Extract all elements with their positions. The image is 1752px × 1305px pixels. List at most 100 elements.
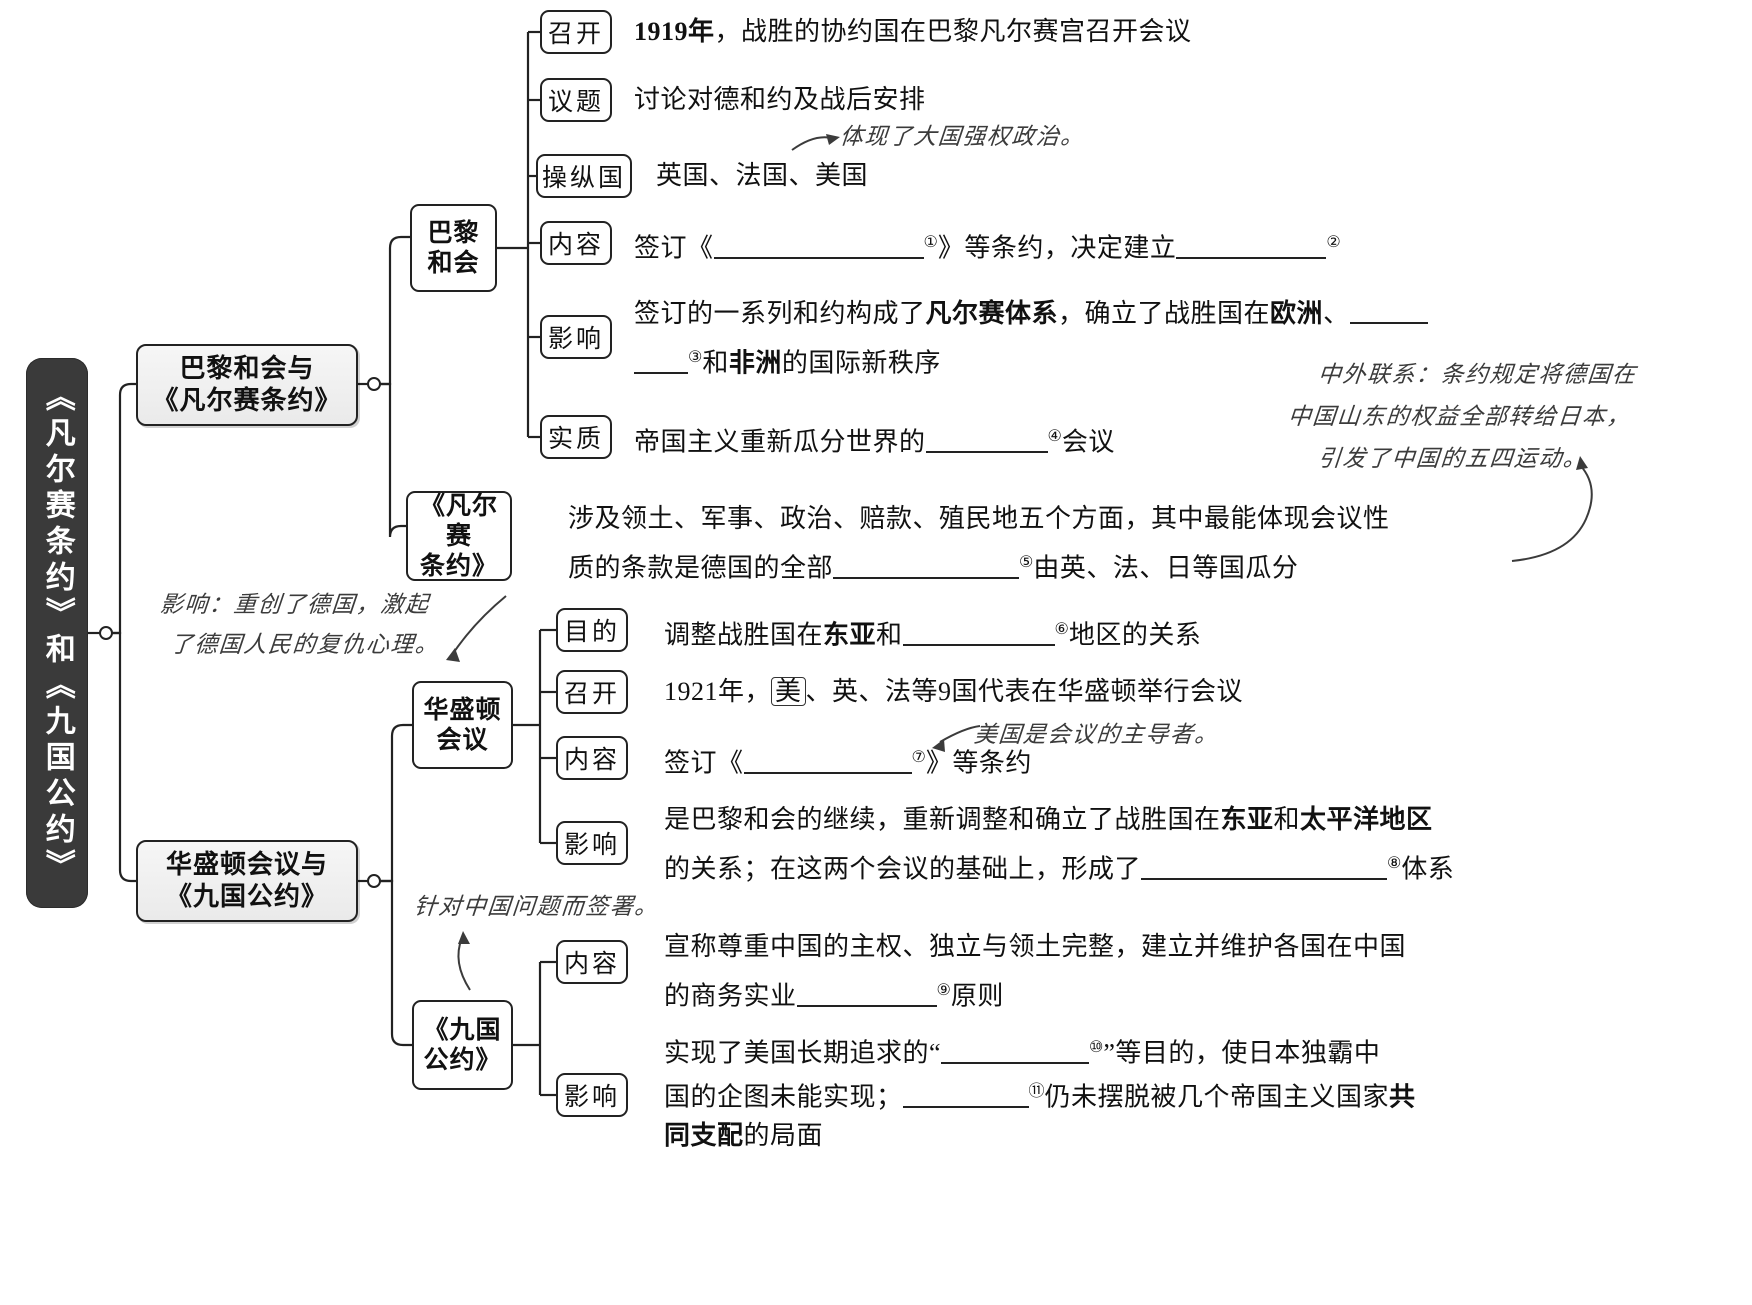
node-label: 巴黎 和会 — [427, 219, 480, 277]
node-paris-conference[interactable]: 巴黎 和会 — [410, 204, 497, 292]
paris-influence-e: 、 — [1323, 299, 1350, 328]
footnote-11: ⑪ — [1028, 1083, 1045, 1100]
versailles-line1: 涉及领土、军事、政治、赔款、殖民地五个方面，其中最能体现会议性 — [568, 504, 1390, 533]
text-washington-influence-line2: 的关系；在这两个会议的基础上，形成了 ⑧体系 — [664, 842, 1454, 892]
chip-label: 影响 — [548, 325, 605, 353]
chip-label: 议题 — [548, 88, 605, 116]
blank-3-part2[interactable] — [634, 346, 688, 374]
wash-influence-pacific: 太平洋地区 — [1300, 805, 1433, 834]
chip-paris-topic[interactable]: 议题 — [540, 78, 612, 122]
node-versailles-treaty[interactable]: 《凡尔赛 条约》 — [406, 491, 512, 581]
chip-paris-convene[interactable]: 召开 — [540, 10, 612, 54]
branch-washington-ninepower[interactable]: 华盛顿会议与 《九国公约》 — [136, 840, 358, 922]
blank-6[interactable] — [902, 618, 1055, 646]
chip-ninepower-content[interactable]: 内容 — [556, 940, 628, 984]
blank-8[interactable] — [1141, 852, 1388, 880]
blank-5[interactable] — [833, 551, 1020, 579]
chip-label: 目的 — [564, 618, 621, 646]
chip-ninepower-influence[interactable]: 影响 — [556, 1073, 628, 1117]
chip-paris-controllers[interactable]: 操纵国 — [536, 154, 632, 198]
wash-purpose-a: 调整战胜国在 — [664, 620, 824, 650]
chip-label: 内容 — [564, 746, 621, 774]
wash-convene-us-boxed: 美 — [771, 677, 806, 707]
nine-influence-l3b: 的局面 — [743, 1121, 824, 1150]
wash-content-b: 》等条约 — [925, 748, 1032, 778]
footnote-7: ⑦ — [911, 749, 926, 766]
text-ninepower-influence-line3: 同支配的局面 — [664, 1114, 823, 1158]
paris-controllers-value: 英国、法国、美国 — [656, 161, 869, 190]
blank-9[interactable] — [796, 979, 937, 1007]
blank-4[interactable] — [925, 425, 1048, 453]
nine-influence-l1a: 实现了美国长期追求的“ — [664, 1038, 942, 1068]
chip-paris-content[interactable]: 内容 — [540, 221, 612, 265]
paris-influence-africa: 非洲 — [728, 348, 782, 378]
branch-label: 巴黎和会与 《凡尔赛条约》 — [152, 353, 342, 415]
text-ninepower-influence-line1: 实现了美国长期追求的“⑩”等目的，使日本独霸中 — [664, 1026, 1380, 1076]
annotation-germany-revenge-line1: 影响：重创了德国，激起 — [159, 588, 431, 622]
wash-convene-b: 、英、法等9国代表在华盛顿举行会议 — [805, 677, 1244, 706]
footnote-8: ⑧ — [1387, 855, 1402, 872]
text-ninepower-influence-line2: 国的企图未能实现；⑪仍未摆脱被几个帝国主义国家共 — [664, 1070, 1416, 1120]
root-label: 《凡尔赛条约》和《九国公约》 — [40, 381, 74, 885]
paris-topic-value: 讨论对德和约及战后安排 — [634, 85, 926, 114]
blank-1[interactable] — [713, 231, 924, 259]
annotation-us-leader: 美国是会议的主导者。 — [973, 718, 1221, 752]
wash-purpose-c: 和 — [876, 620, 903, 650]
chip-label: 召开 — [564, 680, 621, 708]
annotation-sino-foreign-line1: 中外联系：条约规定将德国在 — [1317, 358, 1638, 392]
footnote-4: ④ — [1047, 428, 1062, 445]
annotation-for-china-issue: 针对中国问题而签署。 — [413, 890, 661, 924]
chip-washington-content[interactable]: 内容 — [556, 736, 628, 780]
paris-influence-europe: 欧洲 — [1270, 299, 1324, 328]
branch-paris-versailles[interactable]: 巴黎和会与 《凡尔赛条约》 — [136, 344, 358, 426]
blank-3-part1[interactable] — [1349, 296, 1428, 324]
chip-washington-purpose[interactable]: 目的 — [556, 608, 628, 652]
footnote-1: ① — [923, 234, 938, 251]
versailles-line2a: 质的条款是德国的全部 — [568, 553, 834, 583]
chip-washington-influence[interactable]: 影响 — [556, 821, 628, 865]
text-paris-controllers: 英国、法国、美国 — [656, 154, 868, 198]
chip-label: 操纵国 — [542, 164, 627, 192]
wash-influence-l2b: 体系 — [1401, 854, 1455, 884]
paris-influence-order: 的国际新秩序 — [781, 348, 941, 378]
chip-washington-convene[interactable]: 召开 — [556, 670, 628, 714]
blank-7[interactable] — [743, 746, 912, 774]
chip-label: 内容 — [548, 231, 605, 259]
chip-label: 内容 — [564, 950, 621, 978]
blank-11[interactable] — [902, 1080, 1029, 1108]
chip-paris-essence[interactable]: 实质 — [540, 415, 612, 459]
chip-paris-influence[interactable]: 影响 — [540, 315, 612, 359]
nine-influence-l2c: 共 — [1389, 1082, 1416, 1112]
wash-influence-l2a: 的关系；在这两个会议的基础上，形成了 — [664, 854, 1142, 884]
footnote-6: ⑥ — [1054, 621, 1069, 638]
nine-influence-l3a: 同支配 — [664, 1121, 744, 1150]
paris-influence-and: 和 — [702, 348, 729, 378]
annotation-germany-revenge-line2: 了德国人民的复仇心理。 — [169, 628, 441, 662]
text-washington-influence-line1: 是巴黎和会的继续，重新调整和确立了战胜国在东亚和太平洋地区 — [664, 798, 1433, 842]
text-ninepower-content-line1: 宣称尊重中国的主权、独立与领土完整，建立并维护各国在中国 — [664, 925, 1406, 969]
annotation-sino-foreign-line2: 中国山东的权益全部转给日本， — [1287, 400, 1633, 434]
chip-label: 影响 — [564, 831, 621, 859]
footnote-9: ⑨ — [936, 982, 951, 999]
node-washington-conference[interactable]: 华盛顿 会议 — [412, 681, 513, 769]
blank-2[interactable] — [1176, 231, 1327, 259]
text-paris-influence-line2: ③和非洲的国际新秩序 — [634, 336, 941, 386]
wash-convene-a: 1921年， — [664, 677, 772, 706]
footnote-2: ② — [1326, 234, 1341, 251]
text-washington-convene: 1921年，美、英、法等9国代表在华盛顿举行会议 — [664, 670, 1243, 714]
paris-influence-c: ，确立了战胜国在 — [1058, 299, 1271, 328]
versailles-line2b: 由英、法、日等国瓜分 — [1033, 553, 1299, 583]
blank-10[interactable] — [941, 1036, 1090, 1064]
text-washington-content: 签订《 ⑦》等条约 — [664, 736, 1032, 786]
node-nine-power-treaty[interactable]: 《九国 公约》 — [412, 1000, 513, 1090]
nine-content-l2b: 原则 — [950, 981, 1004, 1011]
paris-content-mid: 》等条约，决定建立 — [937, 233, 1177, 263]
wash-content-a: 签订《 — [664, 748, 744, 778]
chip-label: 召开 — [548, 20, 605, 48]
node-label: 《凡尔赛 条约》 — [419, 492, 498, 580]
